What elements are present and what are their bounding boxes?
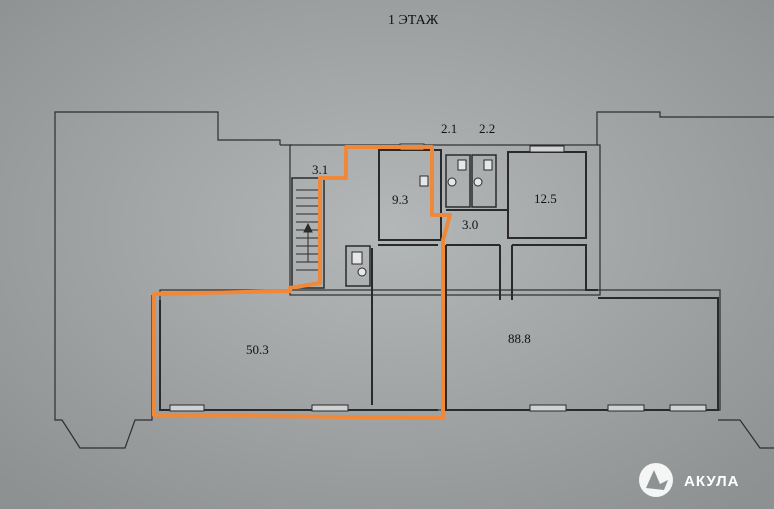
highlighted-area-outline <box>152 145 452 420</box>
room-label-12-5: 12.5 <box>534 191 557 206</box>
room-label-9-3: 9.3 <box>392 192 408 207</box>
room-label-2-2: 2.2 <box>479 121 495 136</box>
room-label-2-1: 2.1 <box>441 121 457 136</box>
interior-walls <box>159 149 719 411</box>
floor-title: 1 ЭТАЖ <box>388 13 439 28</box>
logo-text: АКУЛА <box>684 473 739 490</box>
room-label-3-1: 3.1 <box>312 162 328 177</box>
room-label-88-8: 88.8 <box>508 331 531 346</box>
akula-logo: АКУЛА <box>639 463 739 497</box>
toilet-icons <box>351 159 493 277</box>
staircase <box>296 189 320 271</box>
windows <box>169 143 707 412</box>
room-label-50-3: 50.3 <box>246 342 269 357</box>
room-label-3-0: 3.0 <box>462 217 478 232</box>
